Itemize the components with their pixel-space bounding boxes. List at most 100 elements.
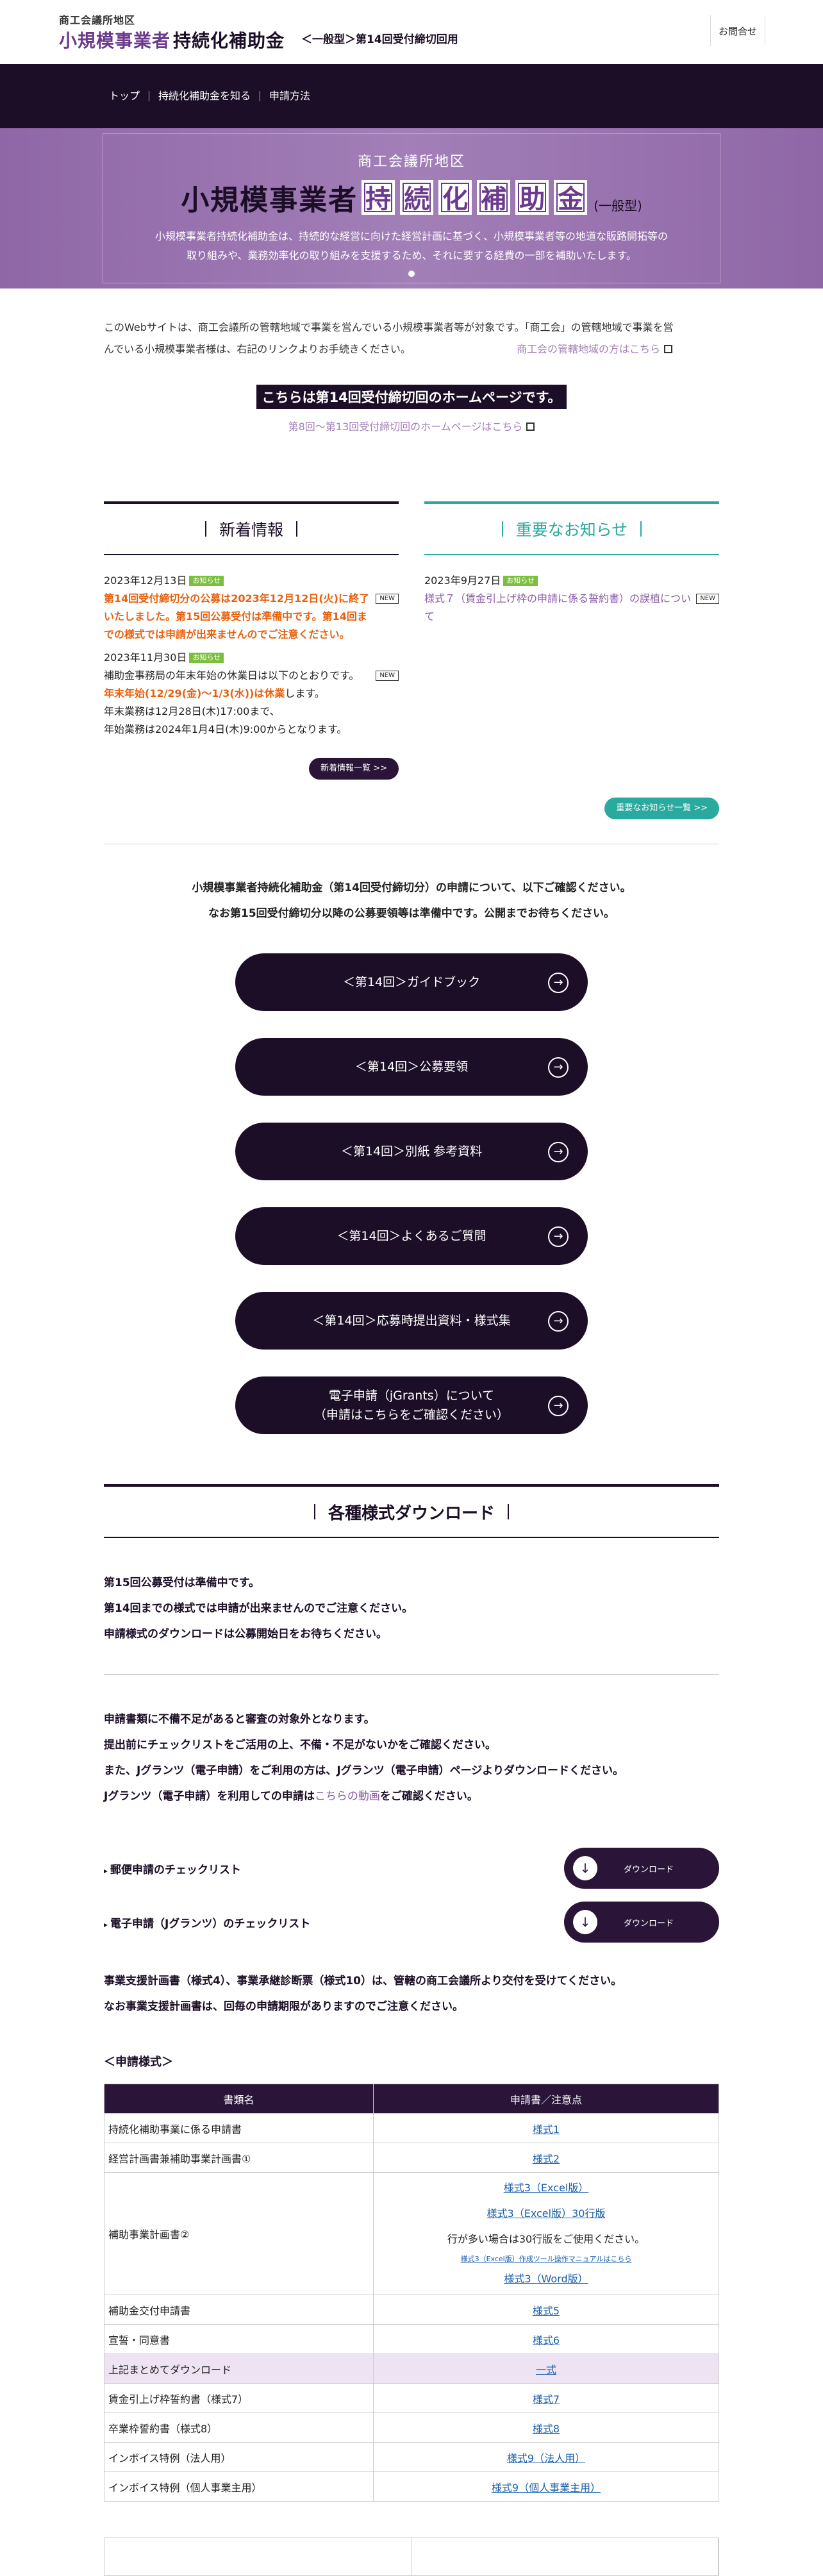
hero-title-plain: 小規模事業者 [181,184,358,217]
download-button[interactable]: ↓ダウンロード [564,1902,719,1943]
support-plan-notes: 事業支援計画書（様式4）、事業承継診断票（様式10）は、管轄の商工会議所より交付… [104,1975,622,2013]
video-link[interactable]: こちらの動画 [314,1790,380,1803]
table-row: インボイス特例（法人用）様式9（法人用） [104,2442,719,2472]
arrow-right-icon: → [548,1142,569,1162]
forms-collection-button[interactable]: ＜第14回＞応募時提出資料・様式集→ [235,1292,588,1350]
arrow-right-icon: → [548,1311,569,1332]
nav-howto[interactable]: 申請方法 [260,91,319,101]
hero-title-char: 金 [554,180,588,215]
carousel-dot[interactable] [408,271,415,277]
news-text: 第14回受付締切分の公募は2023年12月12日(火)に終了いたしました。第15… [104,592,369,640]
new-badge: NEW [376,594,399,604]
table-row: 補助金交付申請書様式5 [104,2295,719,2325]
table-row: インボイス特例（個人事業主用）様式9（個人事業主用） [104,2471,719,2502]
new-badge: NEW [696,594,719,604]
arrow-right-icon: → [548,973,569,993]
contact-link[interactable]: お問合せ [710,15,765,46]
download-icon: ↓ [573,1910,597,1934]
reference-materials-button[interactable]: ＜第14回＞別紙 参考資料→ [235,1123,588,1180]
koubo-youryou-button[interactable]: ＜第14回＞公募要領→ [235,1038,588,1096]
hero-title-char: 持 [362,180,395,215]
category-tag: お知らせ [189,576,224,586]
shokokai-link[interactable]: 商工会の管轄地域の方はこちら [517,343,672,355]
checklist-row: 郵便申請のチェックリスト ↓ダウンロード [104,1841,719,1895]
site-logo[interactable]: 商工会議所地区 小規模事業者 持続化補助金 [59,12,285,53]
global-nav: トップ 持続化補助金を知る 申請方法 [0,64,823,128]
news-date: 2023年12月13日 [104,574,187,587]
download-icon: ↓ [573,1856,597,1880]
news-date: 2023年11月30日 [104,651,187,664]
intro-section: このWebサイトは、商工会議所の管轄地域で事業を営んでいる小規模事業者等が対象で… [0,289,823,360]
form-link[interactable]: 様式2 [532,2152,560,2165]
form-link[interactable]: 様式3（Excel版） [503,2182,589,2194]
faq-button[interactable]: ＜第14回＞よくあるご質問→ [235,1207,588,1265]
form-link[interactable]: 様式3（Excel版）30行版 [486,2207,606,2220]
external-link-icon [526,422,535,431]
submission-notes: 申請書類に不備不足があると審査の対象外となります。 提出前にチェックリストをご活… [104,1713,624,1803]
table-row: 卒業枠誓約書（様式8）様式8 [104,2413,719,2443]
news-section: 新着情報 2023年12月13日 お知らせ 第14回受付締切分の公募は2023年… [0,501,823,819]
category-tag: お知らせ [503,576,538,586]
logo-dark-text: 持続化補助金 [173,30,285,51]
hero-description: 小規模事業者持続化補助金は、持続的な経営に向けた経営計画に基づく、小規模事業者等… [154,230,668,262]
form-link[interactable]: 様式6 [532,2334,560,2346]
arrow-right-icon: → [548,1226,569,1247]
form-link[interactable]: 様式8 [532,2422,560,2435]
jgrants-button[interactable]: 電子申請（jGrants）について（申請はこちらをご確認ください）→ [235,1376,588,1434]
form-link[interactable]: 様式1 [532,2123,560,2136]
guidebook-button[interactable]: ＜第14回＞ガイドブック→ [235,953,588,1011]
checklist-section: 郵便申請のチェックリスト ↓ダウンロード 電子申請（Jグランツ）のチェックリスト… [0,1841,823,1949]
table-row: 宣誓・同意書様式6 [104,2324,719,2354]
news-heading: 新着情報 [104,501,399,555]
table-row: 持続化補助事業に係る申請書様式1 [104,2113,719,2143]
nav-about[interactable]: 持続化補助金を知る [149,91,260,101]
hero-frame [103,133,720,283]
hero-title-char: 補 [477,180,511,215]
news-item[interactable]: 2023年11月30日 お知らせ 補助金事務局の年末年始の休業日は以下のとおりで… [104,649,399,739]
important-more-button[interactable]: 重要なお知らせ一覧 >> [604,798,719,819]
site-header: 商工会議所地区 小規模事業者 持続化補助金 ＜一般型＞第14回受付締切回用 お問… [0,0,823,64]
arrow-right-icon: → [548,1057,569,1078]
form-link[interactable]: 様式9（個人事業主用） [491,2481,601,2494]
table-note: 行が多い場合は30行版をご使用ください。 [447,2233,645,2245]
external-link-icon [664,345,672,353]
hero-org: 商工会議所地区 [357,154,465,170]
new-badge: NEW [376,671,399,681]
manual-link[interactable]: 様式3（Excel版）作成ツール操作マニュアルはこちら [460,2255,632,2263]
checklist-label: 電子申請（Jグランツ）のチェックリスト [104,1914,310,1930]
important-item[interactable]: 2023年9月27日 お知らせ 様式７（賃金引上げ枠の申請に係る誓約書）の誤植に… [424,572,719,626]
category-tag: お知らせ [189,653,224,663]
guide-buttons: ＜第14回＞ガイドブック→ ＜第14回＞公募要領→ ＜第14回＞別紙 参考資料→… [0,953,823,1434]
news-item[interactable]: 2023年12月13日 お知らせ 第14回受付締切分の公募は2023年12月12… [104,572,399,644]
news-column: 新着情報 2023年12月13日 お知らせ 第14回受付締切分の公募は2023年… [104,501,399,819]
download-heading: 各種様式ダウンロード [104,1484,719,1538]
hero-title-char: 化 [438,180,472,215]
form-link[interactable]: 様式7 [532,2393,560,2405]
hero-title-char: 助 [515,180,549,215]
next-table-partial [104,2538,719,2576]
column-header: 申請書／注意点 [373,2084,719,2114]
checklist-label: 郵便申請のチェックリスト [104,1861,241,1877]
form-link[interactable]: 様式5 [532,2304,560,2317]
checklist-row: 電子申請（Jグランツ）のチェックリスト ↓ダウンロード [104,1895,719,1949]
form-link[interactable]: 様式3（Word版） [504,2273,588,2285]
forms-table: 書類名 申請書／注意点 持続化補助事業に係る申請書様式1 経営計画書兼補助事業計… [104,2084,719,2502]
download-button[interactable]: ↓ダウンロード [564,1848,719,1889]
nav-top[interactable]: トップ [109,90,140,102]
hero-title-suffix: (一般型) [594,198,642,213]
news-more-button[interactable]: 新着情報一覧 >> [309,758,399,780]
intro-text-1: このWebサイトは、商工会議所の管轄地域で事業を営んでいる小規模事業者等が対象で… [104,321,674,333]
news-date: 2023年9月27日 [424,574,501,587]
hero-title: 小規模事業者 持 続 化 補 助 金 (一般型) [0,177,823,218]
application-forms-title: ＜申請様式＞ [104,2055,173,2069]
form-link[interactable]: 様式9（法人用） [506,2452,586,2464]
current-round-banner: こちらは第14回受付締切回のホームページです。 [256,385,567,409]
hero-title-char: 続 [400,180,434,215]
column-header: 書類名 [104,2084,374,2114]
past-rounds-link[interactable]: 第8回〜第13回受付締切回のホームページはこちら [0,418,823,433]
form-link[interactable]: 一式 [535,2363,556,2376]
logo-org: 商工会議所地区 [59,14,136,26]
guide-intro: 小規模事業者持続化補助金（第14回受付締切分）の申請について、以下ご確認ください… [192,882,631,920]
news-text: 補助金事務局の年末年始の休業日は以下のとおりです。 [104,669,360,682]
